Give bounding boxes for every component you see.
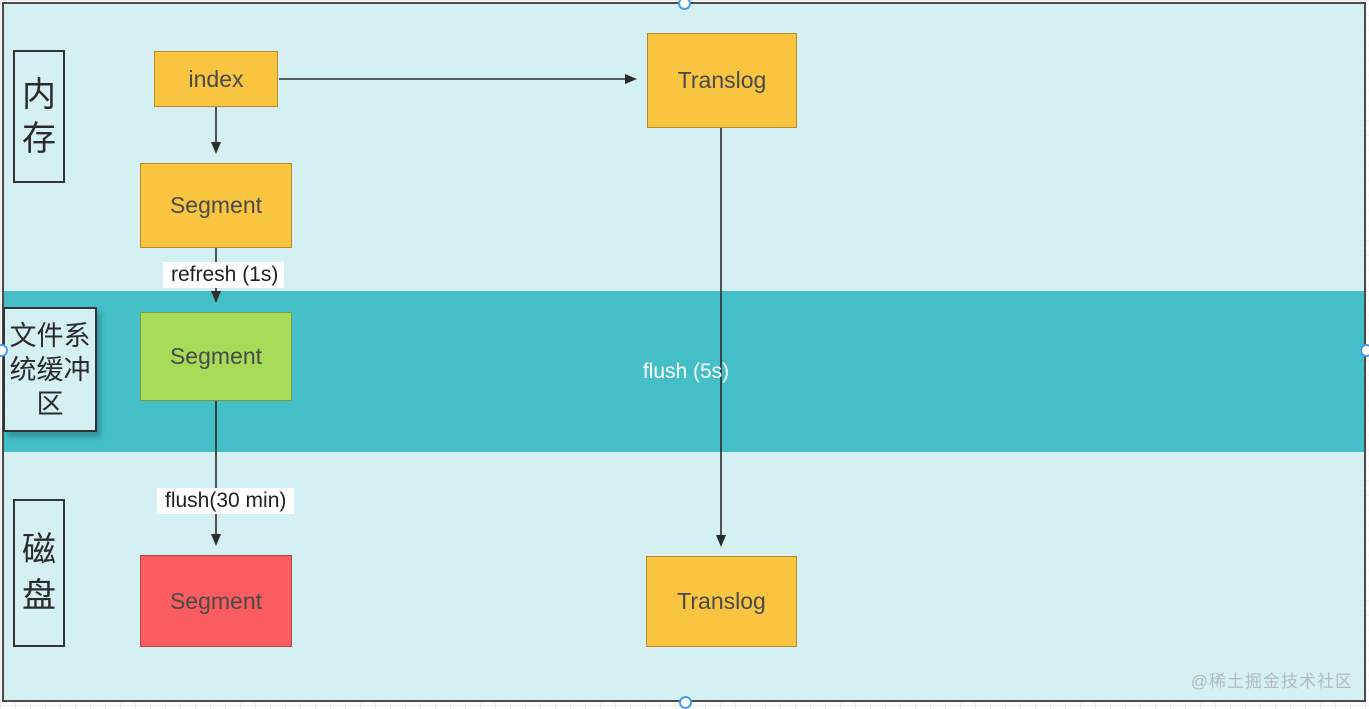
node-index[interactable]: index xyxy=(154,51,278,107)
node-segment-fs-cache-label: Segment xyxy=(169,343,263,369)
node-translog-disk-label: Translog xyxy=(677,588,766,614)
node-segment-fs-cache[interactable]: Segment xyxy=(140,312,292,401)
layer-label-fs-cache-text: 文件系统缓冲区 xyxy=(9,320,91,419)
node-index-label: index xyxy=(188,65,244,92)
layer-label-memory-text: 内存 xyxy=(22,75,56,158)
layer-label-memory[interactable]: 内存 xyxy=(13,50,65,183)
node-translog-memory-label: Translog xyxy=(677,67,767,93)
selection-handle-left[interactable] xyxy=(0,344,8,357)
layer-label-disk[interactable]: 磁盘 xyxy=(13,499,65,647)
edge-label-flush-translog: flush (5s) xyxy=(642,360,730,383)
selection-handle-bottom[interactable] xyxy=(679,696,692,709)
layer-label-disk-text: 磁盘 xyxy=(22,531,56,615)
node-segment-disk[interactable]: Segment xyxy=(140,555,292,647)
selection-handle-right[interactable] xyxy=(1360,344,1369,357)
node-translog-disk[interactable]: Translog xyxy=(646,556,797,647)
node-segment-memory-label: Segment xyxy=(169,192,263,218)
node-segment-disk-label: Segment xyxy=(169,587,263,614)
edge-label-flush-segment: flush(30 min) xyxy=(157,488,294,514)
layer-label-fs-cache[interactable]: 文件系统缓冲区 xyxy=(3,307,97,432)
node-segment-memory[interactable]: Segment xyxy=(140,163,292,248)
selection-handle-top[interactable] xyxy=(678,0,691,10)
watermark: @稀土掘金技术社区 xyxy=(1190,672,1353,691)
edge-label-refresh: refresh (1s) xyxy=(163,262,284,288)
node-translog-memory[interactable]: Translog xyxy=(647,33,797,128)
